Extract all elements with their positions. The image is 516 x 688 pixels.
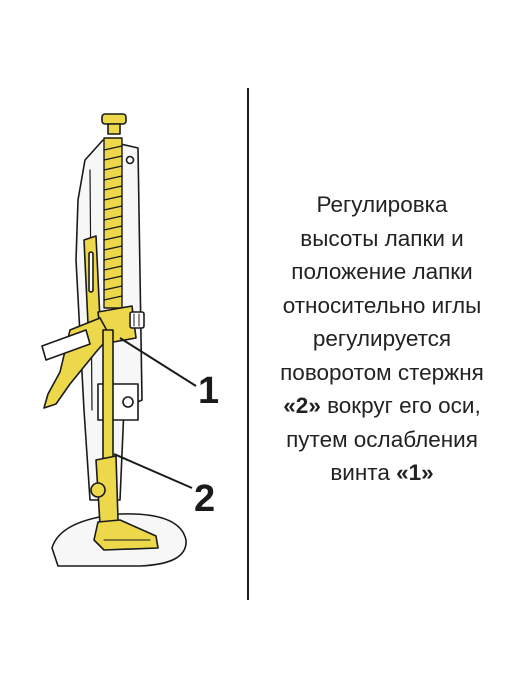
callout-label-1: 1 [198,370,219,412]
callout-line-2 [113,453,193,489]
callout-line-1 [119,337,197,387]
foot-screw [90,482,106,498]
caption-line: Регулировка [316,192,448,217]
caption-line: путем ослабления [286,426,478,452]
caption-ref-screw-1: «1» [396,460,434,485]
presser-foot-illustration: 1 2 [41,113,219,567]
lift-lever [43,317,111,409]
caption-ref-rod-2: «2» [283,393,321,418]
caption-line: высоты лапки и [300,225,464,251]
caption-line: положение лапки [291,259,473,284]
caption-line: «2» вокруг его оси, [255,389,509,423]
caption-line: регулируется [312,326,452,351]
caption-line: винта «1» [255,456,509,490]
callout-label-2: 2 [194,478,215,520]
lever-handle [41,329,91,361]
vertical-divider [247,88,249,600]
caption-line: относительно иглы [282,292,482,318]
spring-icon [103,137,123,309]
top-screw-neck [107,123,121,135]
caption-line-text: винта [330,460,397,485]
guide-slot [88,251,94,293]
top-screw-cap [101,113,127,125]
caption-line: поворотом стержня [280,359,484,385]
caption-text: Регулировка высоты лапки и положение лап… [255,188,509,490]
machine-screw-hole [125,155,135,165]
clamp-screw [129,311,145,329]
caption-line-text: вокруг его оси, [320,393,481,418]
presser-foot-sole [93,519,159,551]
